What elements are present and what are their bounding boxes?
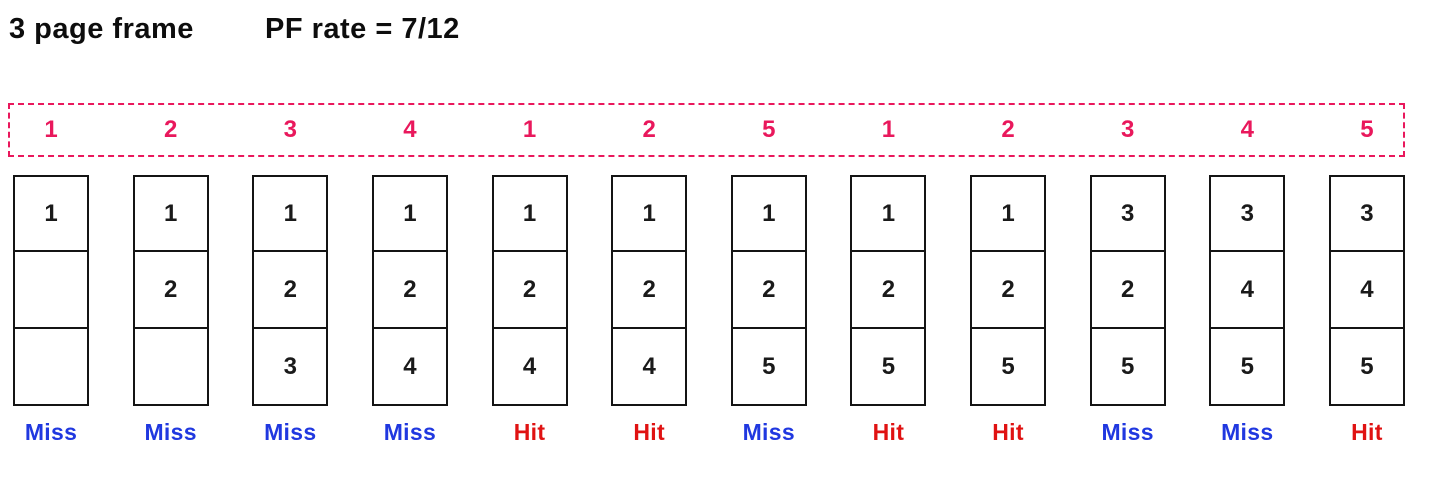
- reference-number: 1: [522, 116, 537, 143]
- frame-cell: 2: [850, 252, 927, 329]
- frame-cell: 4: [371, 329, 448, 406]
- reference-number: 2: [642, 116, 656, 143]
- frame-cell: 3: [1089, 175, 1166, 252]
- frame-cell: 5: [850, 329, 927, 406]
- frame-cell: [13, 329, 89, 406]
- frame-cell: 2: [491, 252, 568, 329]
- result-label: Miss: [24, 419, 78, 445]
- result-label: Miss: [144, 419, 197, 445]
- frame-cell: 5: [730, 329, 807, 406]
- frame-cell: 1: [252, 175, 329, 252]
- reference-number: 5: [762, 116, 776, 143]
- frame-cell: 2: [132, 252, 209, 329]
- reference-number: 2: [1001, 116, 1015, 143]
- frame-cell: 1: [13, 175, 89, 252]
- frame-column: 1: [13, 175, 89, 406]
- result-label: Miss: [383, 419, 437, 445]
- frame-cell: 1: [371, 175, 448, 252]
- reference-number: 1: [44, 116, 58, 143]
- frame-cell: 3: [1328, 175, 1405, 252]
- result-label: Miss: [264, 419, 317, 445]
- frame-cell: 2: [371, 252, 448, 329]
- frame-count-label: 3 page frame: [9, 13, 194, 45]
- frame-cell: [13, 252, 89, 329]
- frame-cell: 5: [1328, 329, 1405, 406]
- reference-string-box: [8, 103, 1405, 157]
- frame-cell: 1: [132, 175, 209, 252]
- frame-cell: 3: [1209, 175, 1286, 252]
- reference-number: 5: [1360, 116, 1374, 143]
- page-fault-rate-label: PF rate = 7/12: [265, 13, 460, 45]
- frame-cell: 2: [1089, 252, 1166, 329]
- diagram-title: 3 page frame PF rate = 7/12: [9, 13, 459, 46]
- frame-cell: 2: [730, 252, 807, 329]
- reference-number: 3: [1120, 116, 1135, 143]
- frame-cell: 4: [1209, 252, 1286, 329]
- result-label: Hit: [633, 419, 665, 445]
- frame-cell: 5: [1089, 329, 1166, 406]
- result-label: Hit: [872, 419, 905, 445]
- reference-number: 3: [283, 116, 297, 143]
- result-label: Hit: [513, 419, 546, 445]
- frame-cell: [132, 329, 209, 406]
- frame-cell: 2: [970, 252, 1046, 329]
- frame-cell: 1: [611, 175, 688, 252]
- frame-cell: 1: [850, 175, 927, 252]
- frame-cell: 3: [252, 329, 329, 406]
- frame-cell: 4: [491, 329, 568, 406]
- result-label: Hit: [1351, 419, 1383, 445]
- frame-cell: 2: [611, 252, 688, 329]
- result-label: Miss: [1221, 419, 1274, 445]
- frame-cell: 1: [970, 175, 1046, 252]
- frame-cell: 1: [730, 175, 807, 252]
- result-label: Miss: [1101, 419, 1154, 445]
- result-labels-row: Miss Miss Miss Miss Hit Hit Miss Hit Hit Miss Miss…: [13, 419, 1405, 446]
- result-label: Hit: [992, 419, 1024, 445]
- frame-cell: 1: [491, 175, 568, 252]
- reference-number: 4: [1240, 116, 1254, 143]
- frame-cell: 4: [611, 329, 688, 406]
- frame-cell: 5: [970, 329, 1046, 406]
- frame-cell: 4: [1328, 252, 1405, 329]
- reference-number: 1: [881, 116, 896, 143]
- frame-cell: 2: [252, 252, 329, 329]
- reference-number: 2: [163, 116, 178, 143]
- reference-number: 4: [403, 116, 417, 143]
- result-label: Miss: [742, 419, 795, 445]
- frame-cell: 5: [1209, 329, 1286, 406]
- reference-string-row: 1 2 3 4 1 2 5 1 2 3 4 5: [13, 103, 1405, 157]
